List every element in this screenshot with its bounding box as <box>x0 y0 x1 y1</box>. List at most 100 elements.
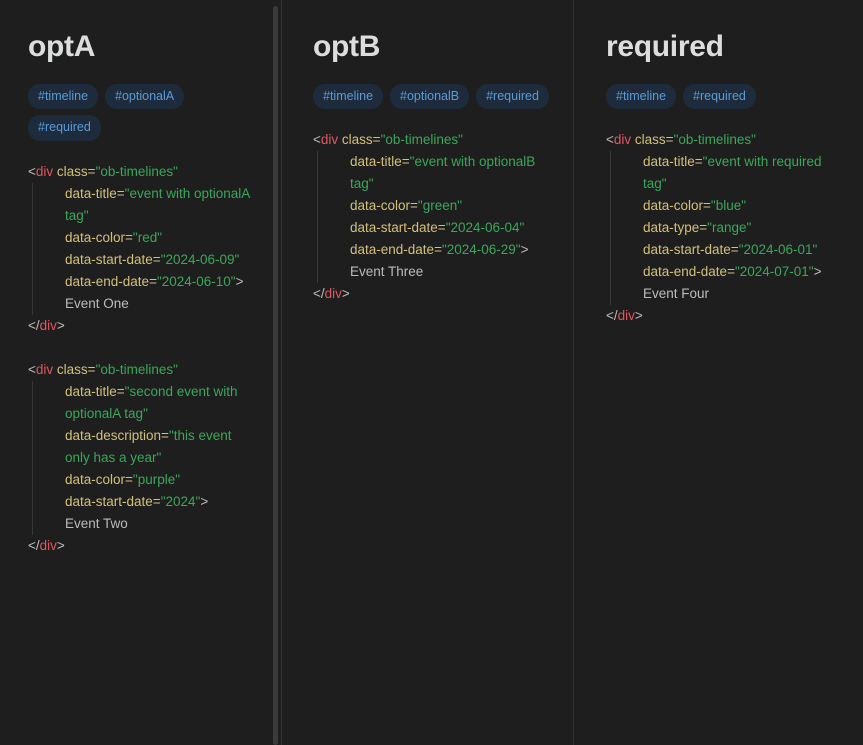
tag-pill-required[interactable]: #required <box>28 115 101 141</box>
code-attr-line: data-end-date="2024-06-29"> <box>350 239 557 261</box>
page-title: optB <box>313 30 381 63</box>
attr-name: data-start-date= <box>350 220 446 235</box>
attr-value: "purple" <box>132 471 181 487</box>
element-text: Event One <box>65 295 129 311</box>
code-indent-guide: data-title="event with optionalB tag"dat… <box>317 151 557 283</box>
tag-list: #timeline#optionalA#required <box>28 83 259 141</box>
tag-pill-timeline[interactable]: #timeline <box>313 83 384 109</box>
tag-pill-optionalA[interactable]: #optionalA <box>105 83 185 109</box>
attr-name: data-color= <box>65 229 133 245</box>
code-attr-line: data-color="purple" <box>65 469 259 491</box>
angle-bracket-close: > <box>520 242 529 257</box>
pane-content-optA: optA#timeline#optionalA#required<div cla… <box>0 0 281 745</box>
attr-name: data-title= <box>65 185 125 201</box>
tag-pill-required[interactable]: #required <box>683 83 756 109</box>
angle-bracket-close: > <box>634 308 643 323</box>
scrollbar-thumb[interactable] <box>273 6 278 745</box>
pane-optB: optB #timeline#optionalB#required <div cla… <box>281 0 573 745</box>
code-open-tag: <div class="ob-timelines" <box>28 161 259 183</box>
attr-name-class: class= <box>56 163 96 179</box>
pane-content-optB: optB #timeline#optionalB#required <div cla… <box>282 0 573 745</box>
tag-pill-required[interactable]: #required <box>476 83 549 109</box>
attr-value-class: "ob-timelines" <box>95 361 178 377</box>
code-open-tag: <div class="ob-timelines" <box>606 129 848 151</box>
attr-value: "2024-06-01" <box>738 242 818 257</box>
attr-name: data-color= <box>65 471 133 487</box>
code-indent-guide: data-title="second event with optionalA … <box>32 380 259 535</box>
attr-value-class: "ob-timelines" <box>380 132 463 147</box>
tag-name: div <box>35 163 54 179</box>
code-attr-line: data-start-date="2024"> <box>65 491 259 513</box>
code-close-tag: </div> <box>313 283 557 305</box>
tag-list: #timeline#optionalB#required <box>313 83 557 109</box>
angle-bracket-open: </ <box>606 308 618 323</box>
code-close-tag: </div> <box>28 535 259 557</box>
code-attr-line: data-type="range" <box>643 217 848 239</box>
attr-value-class: "ob-timelines" <box>95 163 178 179</box>
attr-value: "this event only has a year" <box>65 427 232 465</box>
code-open-tag: <div class="ob-timelines" <box>28 359 259 381</box>
tag-pill-timeline[interactable]: #timeline <box>606 83 677 109</box>
code-attr-line: data-end-date="2024-07-01"> <box>643 261 848 283</box>
element-text: Event Two <box>65 515 128 531</box>
code-attr-line: data-title="second event with optionalA … <box>65 381 259 425</box>
code-block: <div class="ob-timelines" data-title="eve… <box>28 161 259 337</box>
code-block: <div class="ob-timelines"data-title="eve… <box>313 129 557 305</box>
attr-name: data-type= <box>643 220 708 235</box>
attr-name: data-end-date= <box>65 273 157 289</box>
code-block: <div class="ob-timelines"data-title="sec… <box>28 359 259 557</box>
angle-bracket-open: < <box>606 132 614 147</box>
attr-value: "green" <box>417 198 463 213</box>
code-attr-line: data-start-date="2024-06-09" <box>65 249 259 271</box>
angle-bracket-close: > <box>200 493 209 509</box>
attr-value: "2024-06-10" <box>156 273 236 289</box>
tag-name: div <box>39 537 57 553</box>
pane-required: required #timeline#required <div class="ob… <box>573 0 862 745</box>
tag-name: div <box>617 308 635 323</box>
tag-list: #timeline#required <box>606 83 848 109</box>
code-text-content: Event One <box>65 293 259 315</box>
page-title: optA <box>28 30 96 63</box>
angle-bracket-open: </ <box>28 317 40 333</box>
code-attr-line: data-start-date="2024-06-01" <box>643 239 848 261</box>
code-attr-line: data-color="green" <box>350 195 557 217</box>
attr-value: "blue" <box>710 198 747 213</box>
attr-name: data-end-date= <box>350 242 442 257</box>
angle-bracket-open: </ <box>313 286 325 301</box>
angle-bracket-close: > <box>235 273 244 289</box>
element-text: Event Four <box>643 286 710 301</box>
code-indent-guide: data-title="event with required tag"data… <box>610 151 848 305</box>
angle-bracket-close: > <box>56 537 65 553</box>
attr-name: data-color= <box>643 198 711 213</box>
attr-name-class: class= <box>341 132 381 147</box>
attr-value: "second event with optionalA tag" <box>65 383 238 421</box>
tag-pill-optionalB[interactable]: #optionalB <box>390 83 470 109</box>
code-close-tag: </div> <box>28 315 259 337</box>
code-attr-line: data-color="red" <box>65 227 259 249</box>
attr-value: "range" <box>707 220 752 235</box>
code-text-content: Event Two <box>65 513 259 535</box>
tag-pill-timeline[interactable]: #timeline <box>28 83 99 109</box>
angle-bracket-open: < <box>28 361 36 377</box>
code-attr-line: data-color="blue" <box>643 195 848 217</box>
attr-value: "2024-07-01" <box>734 264 814 279</box>
attr-name: data-start-date= <box>65 251 161 267</box>
page-title: required <box>606 30 724 63</box>
tag-name: div <box>320 132 339 147</box>
code-open-tag: <div class="ob-timelines" <box>313 129 557 151</box>
scrollbar-track[interactable] <box>273 0 278 745</box>
attr-value: "event with optionalB tag" <box>350 154 536 191</box>
code-attr-line: data-title="event with required tag" <box>643 151 848 195</box>
attr-name: data-description= <box>65 427 169 443</box>
code-attr-line: data-title="event with optionalB tag" <box>350 151 557 195</box>
angle-bracket-open: </ <box>28 537 40 553</box>
angle-bracket-close: > <box>56 317 65 333</box>
tag-name: div <box>39 317 57 333</box>
code-attr-line: data-start-date="2024-06-04" <box>350 217 557 239</box>
angle-bracket-close: > <box>341 286 350 301</box>
attr-name: data-start-date= <box>65 493 161 509</box>
angle-bracket-close: > <box>813 264 822 279</box>
attr-value: "2024" <box>160 493 201 509</box>
attr-value: "event with optionalA tag" <box>65 185 250 223</box>
